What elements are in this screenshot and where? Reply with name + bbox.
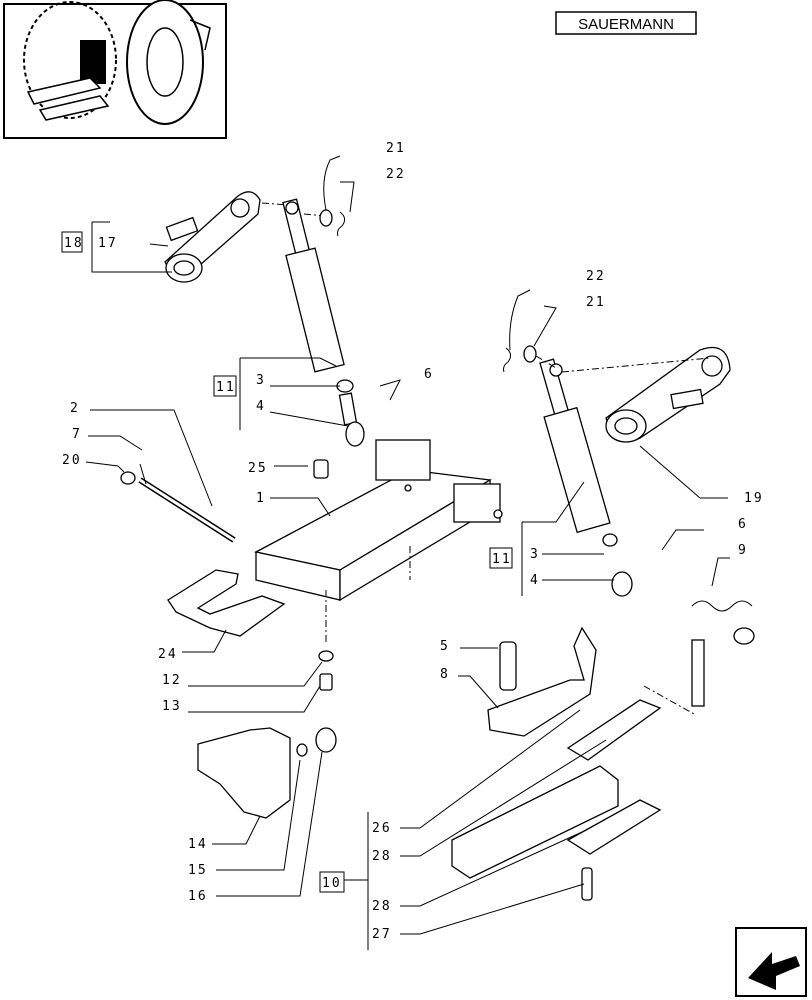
lift-arm-right — [605, 346, 731, 443]
callout-box-11-lower — [489, 547, 513, 569]
callout-box-11-upper — [213, 375, 237, 397]
callout-19: 19 — [744, 491, 764, 506]
washer-20 — [120, 471, 136, 485]
bolt-13 — [319, 673, 333, 691]
callout-26: 26 — [372, 821, 392, 836]
callout-7: 7 — [72, 427, 82, 442]
callout-4-lower: 4 — [530, 573, 540, 588]
callout-21: 21 — [386, 141, 406, 156]
callout-22: 22 — [386, 167, 406, 182]
callout-box-18 — [61, 231, 83, 253]
knob-16 — [315, 727, 337, 753]
callout-6-upper: 6 — [424, 367, 434, 382]
callout-14: 14 — [188, 837, 208, 852]
split-pin-22-right — [503, 347, 512, 373]
lift-rod-right — [539, 358, 633, 597]
lift-rod-left — [282, 198, 365, 447]
chain-pin-9 — [691, 600, 755, 707]
drawbar-block-28 — [451, 765, 619, 879]
callout-20: 20 — [62, 453, 82, 468]
callout-6-lower: 6 — [738, 517, 748, 532]
callout-2: 2 — [70, 401, 80, 416]
callout-22-right: 22 — [586, 269, 606, 284]
callout-15: 15 — [188, 863, 208, 878]
callout-21-right: 21 — [586, 295, 606, 310]
tractor-thumbnail-icon[interactable] — [3, 0, 227, 139]
callout-4-upper: 4 — [256, 399, 266, 414]
callout-16: 16 — [188, 889, 208, 904]
washer-12 — [318, 650, 334, 662]
drawbar-frame — [254, 439, 503, 602]
callout-24: 24 — [158, 647, 178, 662]
callout-11-lower: 11 — [492, 552, 512, 567]
callout-box-10 — [319, 871, 345, 893]
callout-28-upper: 28 — [372, 849, 392, 864]
leader-lines — [85, 155, 730, 950]
callout-8: 8 — [440, 667, 450, 682]
lift-arm-left — [149, 191, 261, 283]
washer-15 — [296, 743, 308, 757]
bolt-27 — [581, 867, 593, 901]
washer-21-right — [523, 345, 537, 363]
drawbar-link-bottom — [566, 799, 662, 855]
callout-17: 17 — [98, 236, 118, 251]
callout-3-lower: 3 — [530, 547, 540, 562]
pin-2 — [138, 463, 236, 543]
callout-27: 27 — [372, 927, 392, 942]
callout-10: 10 — [322, 876, 342, 891]
callout-18: 18 — [64, 236, 84, 251]
washer-21-left — [319, 209, 333, 227]
bracket-14 — [197, 727, 291, 819]
callout-13: 13 — [162, 699, 182, 714]
hitch-hook-8 — [487, 626, 597, 737]
callout-28-lower: 28 — [372, 899, 392, 914]
callout-25: 25 — [248, 461, 268, 476]
callout-3-upper: 3 — [256, 373, 266, 388]
brand-label-box: SAUERMANN — [555, 11, 697, 35]
callout-labels: 21 22 18 17 22 21 11 3 4 6 2 7 20 25 1 1… — [61, 141, 764, 942]
callout-11-upper: 11 — [216, 380, 236, 395]
bracket-24 — [167, 569, 286, 637]
callout-1: 1 — [256, 491, 266, 506]
drawbar-link-top — [566, 699, 662, 761]
callout-5: 5 — [440, 639, 450, 654]
brand-label: SAUERMANN — [578, 16, 674, 33]
arrow-navigation-icon[interactable] — [735, 927, 807, 997]
split-pin-22-left — [337, 211, 346, 237]
callout-9: 9 — [738, 543, 748, 558]
callout-12: 12 — [162, 673, 182, 688]
